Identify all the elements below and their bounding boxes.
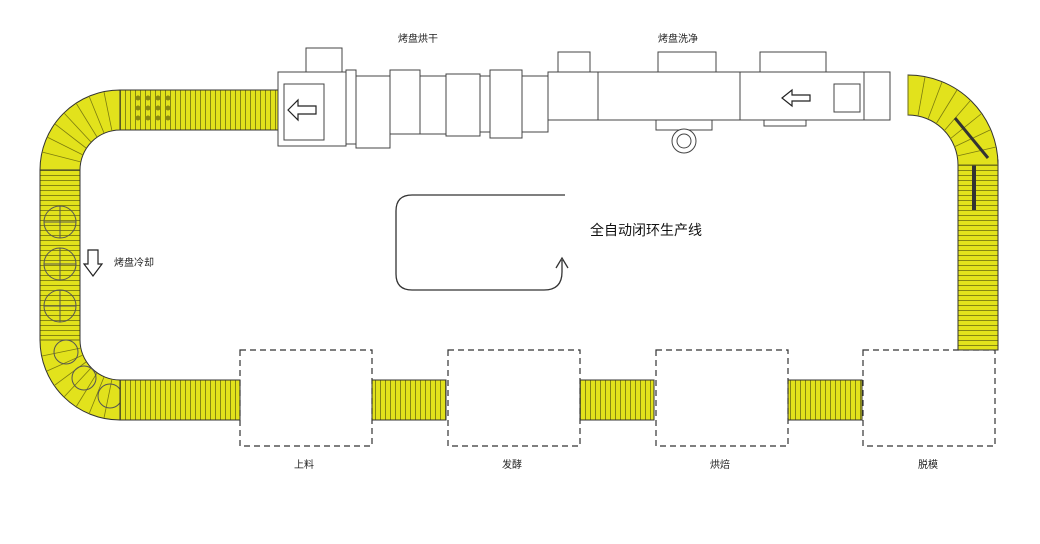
station-demolding [862,349,996,447]
label-baking: 烘焙 [710,460,730,471]
arrow-icon [287,88,811,122]
conveyor-right-vertical [957,159,999,351]
station-proofing [447,349,581,447]
roller-grid [135,95,171,121]
label-demolding: 脱模 [918,460,938,471]
loop-icon [395,194,569,291]
pump-icon [655,119,713,154]
station-loading [239,349,373,447]
label-tray-washing: 烤盘洗净 [658,34,698,45]
station-baking [655,349,789,447]
label-tray-drying: 烤盘烘干 [398,34,438,45]
conveyor-top-left [119,89,279,131]
conveyor-curve-bottom-left [39,339,123,421]
station-boxes [239,349,996,447]
cooling-fans [43,205,77,323]
label-proofing: 发酵 [502,460,522,471]
conveyor-left-vertical [39,169,81,341]
conveyor-bottom [119,379,863,421]
diagram-title: 全自动闭环生产线 [590,223,702,239]
down-arrow-icon [82,249,104,277]
label-tray-cooling: 烤盘冷却 [114,258,154,269]
label-loading: 上料 [294,460,314,471]
conveyor-curve-top-left [39,89,121,171]
conveyor-curve-top-right [907,74,999,166]
